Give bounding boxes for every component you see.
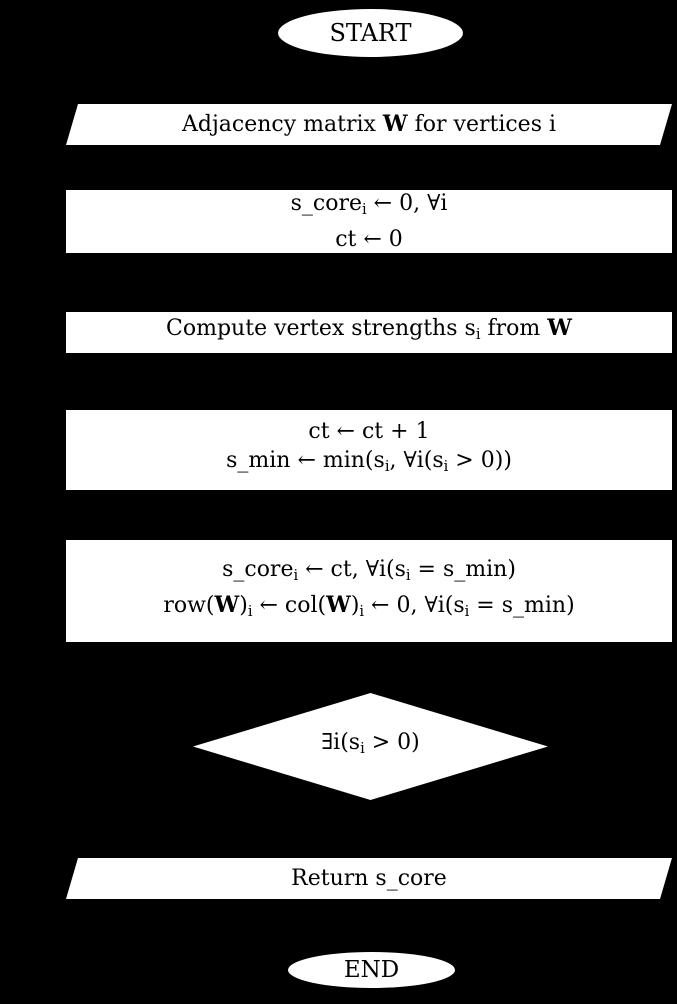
io-return-score-node: Return s_core	[66, 858, 672, 899]
node-text-line: row(W)i ← col(W)i ← 0, ∀i(si = s_min)	[163, 592, 575, 621]
process-assign-core-node: s_corei ← ct, ∀i(si = s_min) row(W)i ← co…	[66, 540, 672, 642]
io-adjacency-matrix-node: Adjacency matrix W for vertices i	[66, 104, 672, 145]
process-compute-strengths-node: Compute vertex strengths si from W	[66, 312, 672, 353]
node-text-line: Return s_core	[291, 866, 447, 891]
node-text-line: START	[329, 18, 412, 47]
process-increment-counter-node: ct ← ct + 1 s_min ← min(si, ∀i(si > 0))	[66, 410, 672, 490]
start-terminator-node: START	[278, 9, 463, 57]
node-text-line: s_corei ← 0, ∀i	[290, 190, 448, 219]
node-text-line: s_min ← min(si, ∀i(si > 0))	[226, 448, 512, 476]
node-text-line: ct ← ct + 1	[308, 419, 430, 445]
node-text-line: Compute vertex strengths si from W	[166, 315, 572, 344]
node-text-line: s_corei ← ct, ∀i(si = s_min)	[222, 556, 516, 584]
decision-exists-positive-strength-node: ∃i(si > 0)	[193, 693, 548, 800]
end-terminator-node: END	[288, 952, 455, 988]
node-text-line: Adjacency matrix W for vertices i	[181, 111, 557, 137]
process-initialize-node: s_corei ← 0, ∀i ct ← 0	[66, 190, 672, 253]
node-text-line: END	[343, 956, 400, 983]
node-text-line: ∃i(si > 0)	[321, 730, 420, 758]
node-text-line: ct ← 0	[335, 227, 403, 253]
